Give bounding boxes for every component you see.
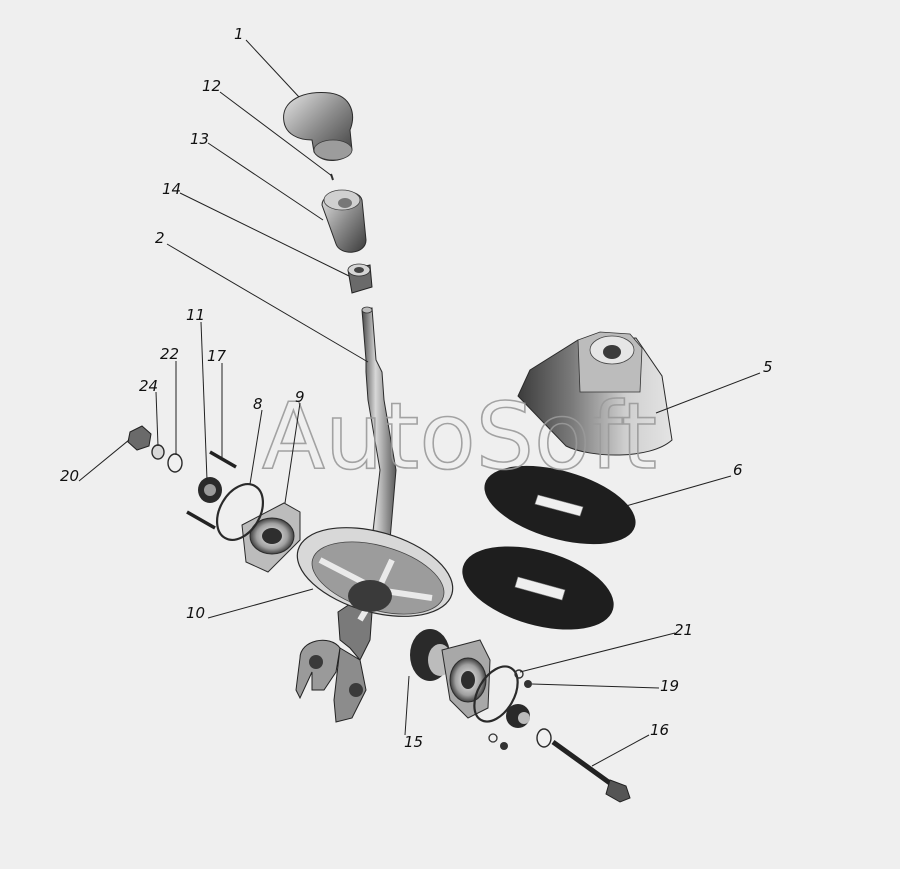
leader-21	[519, 632, 676, 673]
part-16-long-bolt	[551, 739, 631, 803]
leader-24	[155, 391, 159, 447]
part-24-spring-washer	[151, 444, 165, 460]
part-11-bushing-left	[198, 477, 222, 503]
callout-5: 5	[763, 358, 773, 376]
part-washer-right-a	[488, 733, 498, 743]
callout-9: 9	[295, 388, 305, 406]
part-13-knob-insert	[321, 189, 367, 253]
part-19-small-nut	[524, 680, 532, 688]
part-flange-right	[441, 639, 491, 719]
callout-14: 14	[162, 180, 181, 198]
part-5-boot	[517, 331, 673, 456]
part-22-washer	[167, 453, 183, 473]
callout-10: 10	[186, 604, 205, 622]
leader-5	[655, 372, 761, 414]
part-9-flange-left	[241, 502, 301, 573]
part-6-gasket-upper	[484, 465, 636, 545]
leader-15	[404, 675, 410, 736]
part-gasket-ring-right	[473, 665, 519, 723]
callout-11: 11	[186, 306, 205, 324]
part-20-nut	[127, 425, 152, 451]
callout-16: 16	[650, 721, 669, 739]
leader-8	[249, 409, 263, 485]
leader-12	[219, 91, 333, 177]
callout-21: 21	[674, 621, 693, 639]
leader-14	[179, 192, 350, 277]
callout-15: 15	[404, 733, 423, 751]
callout-19: 19	[660, 677, 679, 695]
part-14-nut	[347, 263, 373, 294]
callout-8: 8	[253, 395, 263, 413]
leader-16	[591, 734, 650, 767]
part-bushing-right-small	[506, 704, 530, 728]
part-washer-right-c	[536, 728, 552, 748]
part-2-lever	[295, 306, 397, 723]
callout-22: 22	[160, 345, 179, 363]
callout-2: 2	[155, 229, 165, 247]
part-1-knob	[283, 91, 353, 161]
part-21-small-washer	[514, 669, 524, 679]
callout-13: 13	[190, 130, 209, 148]
leader-1	[245, 39, 300, 98]
callout-20: 20	[60, 467, 79, 485]
callout-1: 1	[234, 25, 244, 43]
callout-12: 12	[202, 77, 221, 95]
leader-13	[207, 142, 324, 221]
part-17-bolt-lower	[186, 510, 216, 530]
leader-10	[207, 588, 314, 619]
leader-6	[625, 475, 732, 507]
leader-9	[284, 402, 301, 504]
part-8-gasket-ring-left	[215, 483, 265, 541]
leader-11	[200, 321, 208, 481]
part-washer-right-b	[500, 742, 508, 750]
part-10-plate	[296, 527, 454, 622]
leader-20	[78, 439, 130, 482]
leader-2	[166, 243, 369, 363]
watermark: AutoSoft	[262, 383, 657, 490]
leader-lines	[78, 39, 761, 767]
callout-6: 6	[733, 461, 743, 479]
part-17-bolt-upper	[209, 450, 237, 469]
part-6-gasket-lower	[462, 546, 614, 630]
leader-19	[531, 683, 660, 689]
callout-17: 17	[207, 347, 227, 365]
callout-24: 24	[139, 377, 158, 395]
callout-labels: 1 12 13 14 2 11 22 17 24 8 9 20 5 6 10 2…	[60, 25, 773, 751]
